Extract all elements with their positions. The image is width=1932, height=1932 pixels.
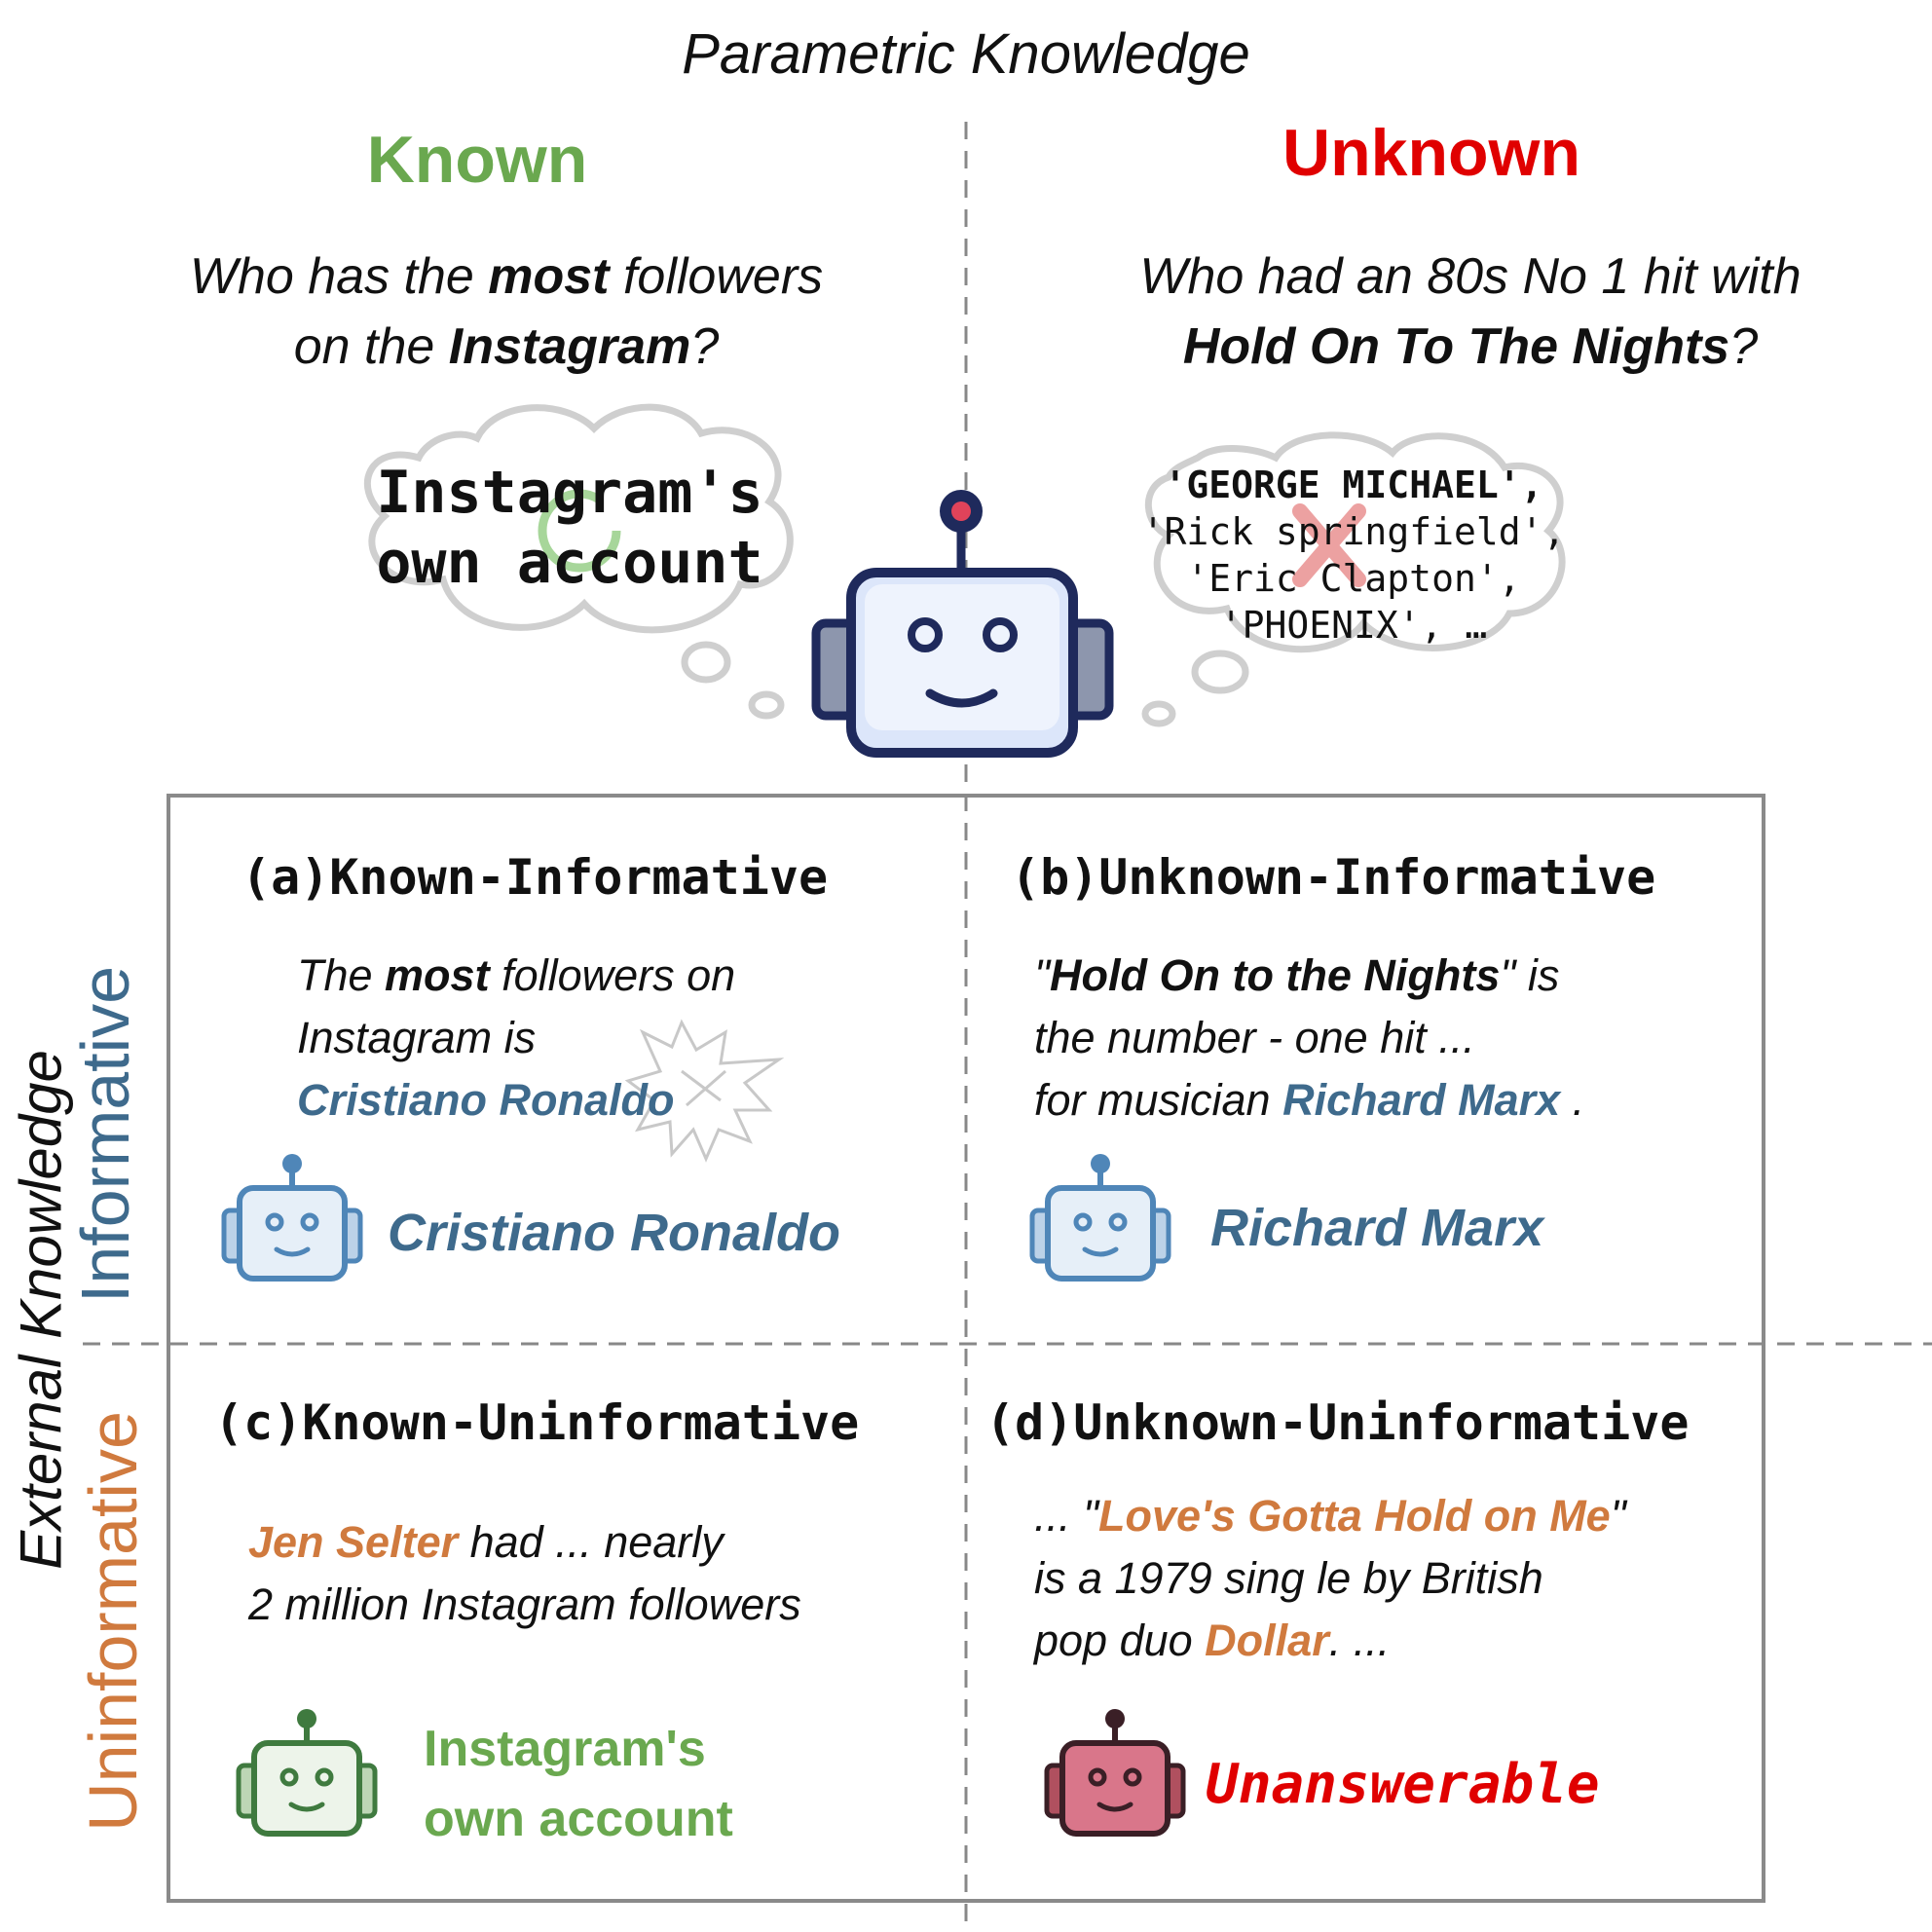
- question-unknown: Who had an 80s No 1 hit with Hold On To …: [1032, 242, 1909, 382]
- thought-known-text: Instagram's own account: [360, 458, 779, 598]
- cell-c-title: (c)Known-Uninformative: [214, 1394, 860, 1451]
- question-unknown-text: Who had an 80s No 1 hit with: [1139, 248, 1802, 305]
- answer-line: Instagram's: [424, 1721, 706, 1777]
- cell-a-answer: Cristiano Ronaldo: [388, 1204, 841, 1262]
- passage-text: pop duo: [1034, 1616, 1206, 1665]
- clash-icon: [624, 1019, 785, 1163]
- passage-text: had ... nearly: [458, 1517, 724, 1567]
- diagram-title: Parametric Knowledge: [682, 22, 1250, 86]
- question-known: Who has the most followers on the Instag…: [117, 242, 896, 382]
- main-robot-icon: [811, 490, 1114, 758]
- cell-d-passage: ... "Love's Gotta Hold on Me" is a 1979 …: [1034, 1485, 1735, 1672]
- robot-b-icon: [1029, 1154, 1171, 1282]
- uninformative-text: Uninformative: [75, 1411, 151, 1832]
- cell-c-answer: Instagram's own account: [424, 1714, 733, 1854]
- quadrant-box: [167, 794, 1765, 1903]
- passage-text: the number - one hit ...: [1034, 1013, 1475, 1062]
- question-known-text: Who has the: [189, 248, 489, 305]
- passage-text: ": [1034, 950, 1050, 1000]
- question-unknown-emphasis: Hold On To The Nights: [1182, 318, 1730, 375]
- question-known-text: on the: [293, 318, 449, 375]
- robot-c-icon: [236, 1709, 378, 1837]
- passage-text: The: [297, 950, 386, 1000]
- cell-b-answer: Richard Marx: [1210, 1199, 1544, 1257]
- question-known-emphasis: Instagram: [448, 318, 691, 375]
- cell-c-passage: Jen Selter had ... nearly 2 million Inst…: [248, 1511, 930, 1636]
- cell-b-title: (b)Unknown-Informative: [1011, 849, 1656, 906]
- passage-entity: Love's Gotta Hold on Me: [1097, 1491, 1611, 1541]
- passage-text: followers on: [489, 950, 736, 1000]
- known-label: Known: [366, 123, 588, 197]
- passage-entity: Jen Selter: [248, 1517, 459, 1567]
- answer-line: own account: [424, 1791, 733, 1847]
- passage-text: .: [1560, 1075, 1585, 1125]
- unknown-label: Unknown: [1282, 116, 1580, 190]
- thought-unknown-text: 'GEORGE MICHAEL', 'Rick springfield', 'E…: [1100, 462, 1607, 649]
- thought-unknown-line: 'Eric Clapton',: [1186, 557, 1521, 600]
- cross-icon: [1292, 503, 1366, 587]
- informative-text: Informative: [67, 965, 143, 1304]
- thought-known-line: Instagram's: [376, 459, 763, 527]
- passage-text: is a 1979 sing le by British: [1034, 1553, 1543, 1603]
- thought-unknown-line: 'PHOENIX', …: [1219, 604, 1488, 647]
- cell-a-title: (a)Known-Informative: [242, 849, 829, 906]
- thought-cloud-unknown: [1141, 431, 1566, 727]
- thought-unknown-line: 'GEORGE MICHAEL',: [1164, 464, 1543, 506]
- thought-known-line: own account: [376, 529, 763, 597]
- passage-emphasis: most: [385, 950, 490, 1000]
- passage-text: ... ": [1034, 1491, 1098, 1541]
- thought-unknown-line: 'Rick springfield',: [1141, 510, 1566, 553]
- passage-text: for musician: [1034, 1075, 1283, 1125]
- passage-text: 2 million Instagram followers: [248, 1579, 801, 1629]
- check-circle-icon: [538, 489, 621, 573]
- robot-d-icon: [1044, 1709, 1186, 1837]
- passage-entity: Richard Marx: [1282, 1075, 1561, 1125]
- cell-a-passage: The most followers on Instagram is Crist…: [297, 945, 842, 1132]
- cell-d-answer: Unanswerable: [1206, 1753, 1600, 1816]
- passage-entity: Cristiano Ronaldo: [297, 1075, 675, 1125]
- thought-cloud-known: [364, 403, 794, 720]
- passage-text: ": [1610, 1491, 1626, 1541]
- question-known-text: followers: [609, 248, 824, 305]
- passage-text: . ...: [1328, 1616, 1391, 1665]
- question-known-emphasis: most: [488, 248, 610, 305]
- question-unknown-text: ?: [1729, 318, 1759, 375]
- passage-text: Instagram is: [297, 1013, 537, 1062]
- passage-emphasis: Hold On to the Nights: [1049, 950, 1501, 1000]
- cell-d-title: (d)Unknown-Uninformative: [985, 1394, 1690, 1451]
- robot-a-icon: [221, 1154, 363, 1282]
- passage-text: " is: [1500, 950, 1560, 1000]
- cell-b-passage: "Hold On to the Nights" is the number - …: [1034, 945, 1716, 1132]
- passage-entity: Dollar: [1205, 1616, 1329, 1665]
- question-known-text: ?: [690, 318, 720, 375]
- external-knowledge-text: External Knowledge: [8, 1050, 74, 1570]
